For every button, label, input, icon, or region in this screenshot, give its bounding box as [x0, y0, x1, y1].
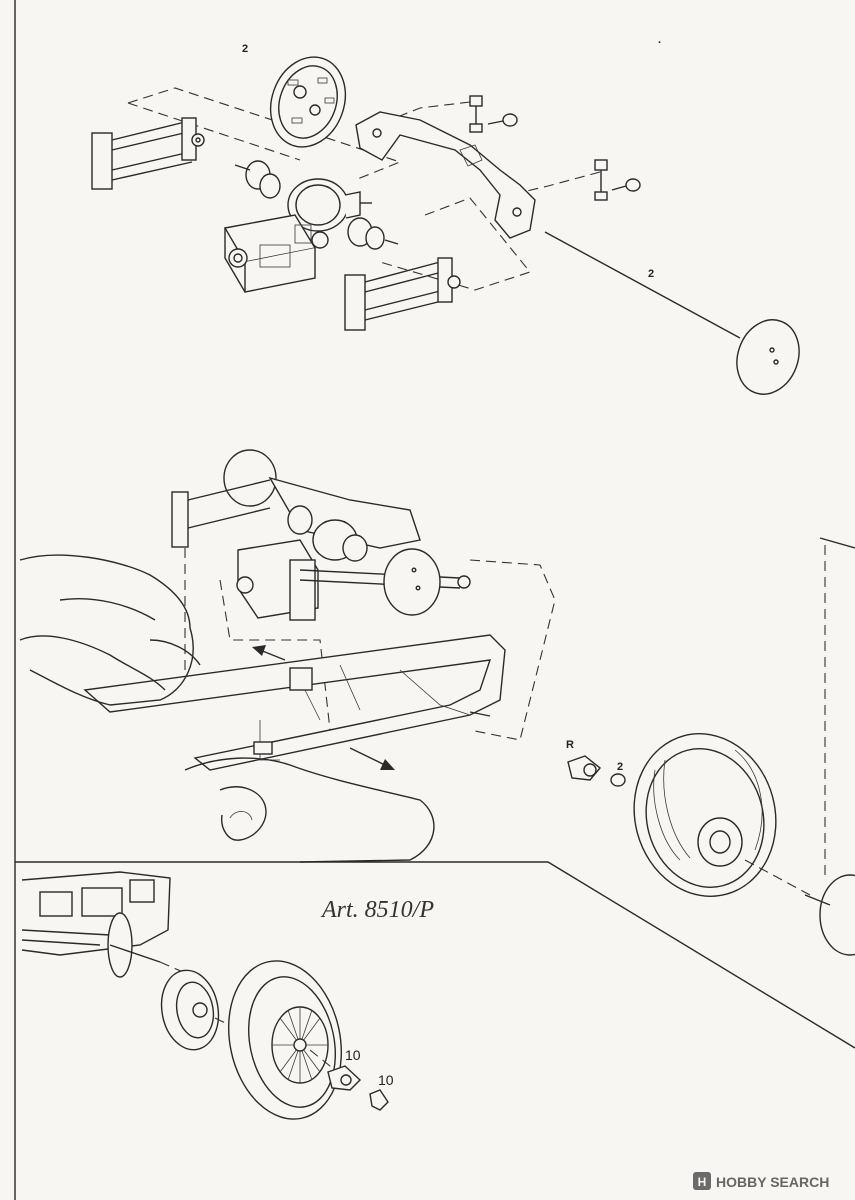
watermark-text: HOBBY SEARCH: [716, 1174, 829, 1190]
swing-arm-part: [355, 111, 536, 239]
hub-cap-part: [610, 773, 626, 787]
universal-joint-part: [234, 160, 281, 199]
corner-mark: ·: [658, 37, 662, 49]
hobbysearch-logo-icon: [693, 1172, 711, 1190]
left-bracket-part: [91, 117, 205, 190]
right-edge-wheel-part: [804, 874, 855, 956]
right-hand-illustration: [184, 757, 435, 863]
part-number-2-top: 2: [242, 43, 248, 55]
axle-gear-part: [347, 217, 399, 250]
middle-assembly-hands: [19, 449, 855, 880]
wire-wheel-part: [227, 960, 343, 1120]
svg-text:H: H: [698, 1175, 707, 1189]
article-number-label: Art. 8510/P: [320, 897, 434, 923]
bottom-wire-wheel-section: 10 10 Art. 8510/P: [21, 871, 434, 1120]
section-divider-line: [15, 861, 855, 1049]
part-number-10-cap: 10: [378, 1072, 394, 1088]
guide-dash-right: [509, 171, 601, 196]
part-number-10-nut: 10: [345, 1047, 361, 1063]
guide-dash-top-right: [384, 101, 471, 123]
chassis-frame-part: [83, 634, 506, 771]
differential-housing-part: [287, 178, 372, 232]
knockoff-spinner-part: [567, 755, 601, 781]
assembled-drivetrain-part: [171, 449, 471, 621]
part-number-2-rod: 2: [648, 268, 654, 280]
watermark: H HOBBY SEARCH: [693, 1172, 829, 1190]
link-pin-lower: [594, 159, 641, 201]
part-label-r: R: [566, 739, 574, 751]
link-pin-upper: [469, 95, 518, 133]
spinner-nut-part: [327, 1065, 362, 1091]
left-hand-illustration: [19, 554, 201, 706]
top-exploded-assembly: 2 2 ·: [91, 37, 800, 395]
guide-dash-lower: [379, 197, 531, 291]
chassis-thumbnail: [21, 871, 191, 978]
axle-cap-part: [369, 1089, 389, 1111]
wheel-detail: R 2: [566, 733, 855, 956]
rear-tire-part: [633, 733, 811, 897]
arrow-left-icon: [252, 645, 286, 661]
guide-dash-upper-2: [127, 102, 301, 161]
right-bracket-part: [344, 257, 461, 331]
motor-part: [223, 214, 329, 293]
part-number-2-cap: 2: [617, 761, 623, 773]
arrow-right-icon: [349, 747, 395, 770]
brake-drum-part: [160, 969, 241, 1051]
far-right-rod: [819, 537, 855, 549]
guide-dash-motor-drop: [219, 579, 331, 731]
axle-rod-part: [544, 231, 800, 395]
brake-disc-part: [269, 56, 347, 148]
